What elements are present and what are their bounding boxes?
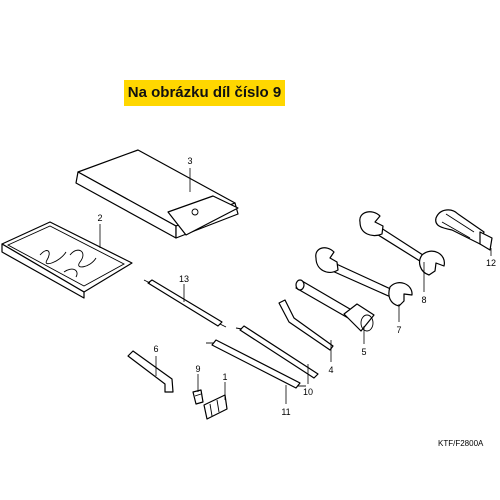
callout-11: 11 [281, 407, 290, 417]
open-end-spanner-8 [359, 211, 445, 276]
screwdriver-blade [143, 279, 227, 328]
hex-key [127, 350, 174, 393]
screwdriver-bar [206, 339, 306, 389]
screwdriver-handle [435, 209, 493, 251]
tool-bag [75, 149, 239, 239]
document-pouch [1, 221, 133, 299]
callout-12: 12 [486, 258, 496, 268]
callout-9: 9 [195, 364, 200, 374]
callout-5: 5 [361, 347, 366, 357]
leader-lines [99, 168, 492, 404]
open-end-spanner-7 [315, 247, 413, 307]
callout-4: 4 [328, 365, 333, 375]
callout-1: 1 [222, 372, 227, 382]
callout-13: 13 [179, 274, 189, 284]
callout-2: 2 [97, 213, 102, 223]
fuse-puller [192, 389, 204, 405]
bent-rod [278, 299, 334, 351]
callout-7: 7 [396, 325, 401, 335]
spare-fuses [203, 394, 228, 420]
extension-bar [235, 325, 319, 379]
diagram-code: KTF/F2800A [438, 439, 484, 448]
callout-6: 6 [153, 344, 158, 354]
socket-wrench [295, 279, 375, 332]
highlight-banner: Na obrázku díl číslo 9 [124, 80, 285, 106]
callout-10: 10 [303, 387, 313, 397]
callout-3: 3 [187, 156, 192, 166]
callout-8: 8 [421, 295, 426, 305]
